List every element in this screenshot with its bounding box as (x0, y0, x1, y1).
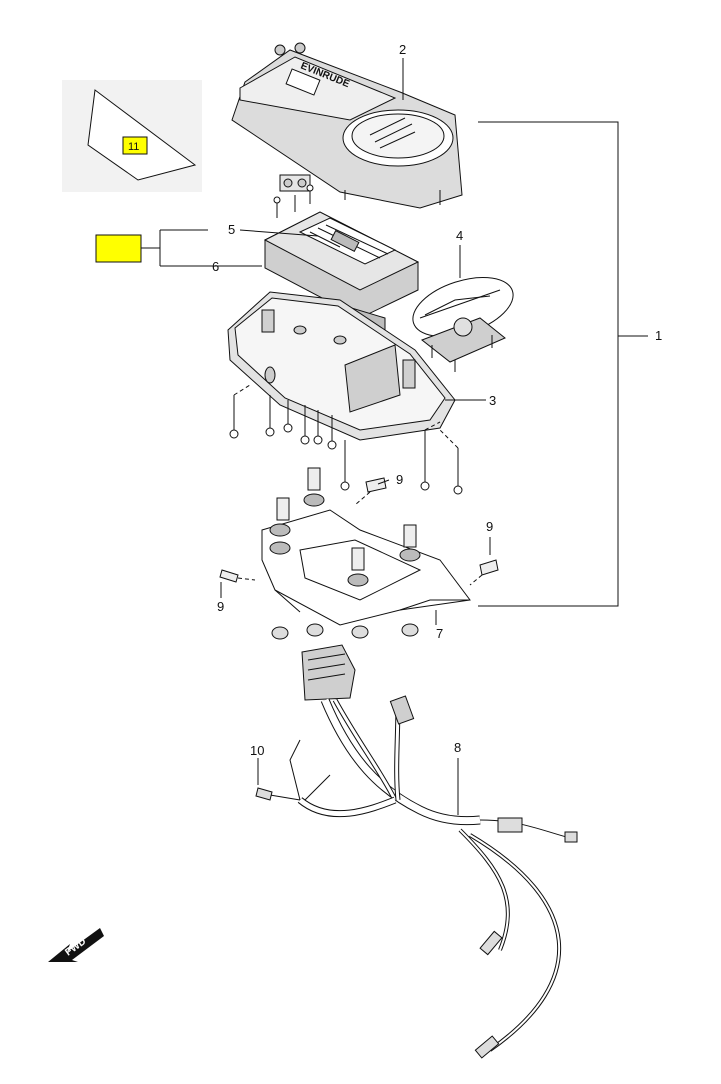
callout-numbers: 1 2 3 4 5 6 7 8 9 9 9 10 (212, 42, 662, 758)
callout-9-upper[interactable]: 9 (396, 472, 403, 487)
fwd-arrow: FWD (48, 928, 104, 962)
cover-screws (273, 174, 314, 218)
callout-9-right[interactable]: 9 (486, 519, 493, 534)
callout-11-box[interactable] (122, 136, 148, 155)
part-4-tach-face (412, 277, 514, 372)
callout-9-left[interactable]: 9 (217, 599, 224, 614)
callout-6[interactable]: 6 (212, 259, 219, 274)
callout-5-6-bracket (95, 229, 262, 267)
callout-5[interactable]: 5 (228, 222, 235, 237)
callout-1[interactable]: 1 (655, 328, 662, 343)
part-2-cover: EVINRUDE (231, 42, 463, 209)
screws-9 (219, 477, 499, 586)
part-3-housing (227, 291, 456, 441)
callout-2[interactable]: 2 (399, 42, 406, 57)
callout-4[interactable]: 4 (456, 228, 463, 243)
callout-10[interactable]: 10 (250, 743, 264, 758)
leader-lines (220, 58, 648, 815)
part-8-harness (255, 644, 578, 1059)
part-7-bracket (261, 467, 471, 640)
highlight-box[interactable] (95, 234, 142, 263)
callout-11: 11 (128, 141, 139, 153)
callout-3[interactable]: 3 (489, 393, 496, 408)
callout-8[interactable]: 8 (454, 740, 461, 755)
inset-decal-view: 11 (62, 80, 202, 192)
callout-7[interactable]: 7 (436, 626, 443, 641)
housing-screws (229, 384, 463, 495)
